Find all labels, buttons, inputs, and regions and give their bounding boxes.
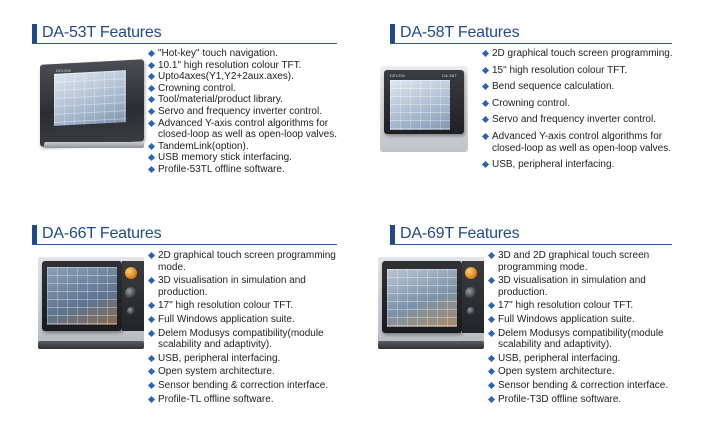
feature-item: 10.1" high resolution colour TFT. [148, 60, 353, 72]
section-da-58t: DA-58T Features DELEM DA-58T 2D graphica… [380, 24, 690, 204]
section-header: DA-53T Features [32, 24, 337, 44]
section-title: DA-66T Features [42, 225, 162, 242]
section-header: DA-58T Features [390, 24, 672, 44]
feature-item: Open system architecture. [488, 366, 688, 378]
feature-list: "Hot-key" touch navigation. 10.1" high r… [148, 48, 353, 176]
feature-item: Profile-TL offline software. [148, 394, 353, 406]
feature-item: 15" high resolution colour TFT. [482, 65, 680, 77]
feature-item: USB, peripheral interfacing. [482, 159, 680, 171]
feature-list: 3D and 2D graphical touch screen program… [488, 250, 688, 405]
header-accent-bar [32, 24, 37, 44]
feature-item: Profile-53TL offline software. [148, 164, 353, 176]
feature-item: 3D visualisation in simulation and produ… [488, 275, 688, 298]
feature-list: 2D graphical touch screen programming. 1… [482, 48, 680, 171]
feature-item: Tool/material/product library. [148, 94, 353, 106]
section-da-66t: DA-66T Features 2D graphical touch scree… [32, 225, 352, 420]
feature-item: Servo and frequency inverter control. [482, 114, 680, 126]
feature-item: Full Windows application suite. [148, 314, 353, 326]
da-69t-controller-image [378, 257, 488, 357]
section-da-53t: DA-53T Features DELEM "Hot-key" touch na… [32, 24, 352, 204]
da-58t-controller-image: DELEM DA-58T [380, 62, 475, 157]
feature-item: Advanced Y-axis control algorithms for c… [482, 131, 680, 154]
section-title: DA-58T Features [400, 24, 520, 41]
da-53t-controller-image: DELEM [40, 59, 150, 152]
feature-item: "Hot-key" touch navigation. [148, 48, 353, 60]
feature-item: 17" high resolution colour TFT. [488, 300, 688, 312]
feature-item: Full Windows application suite. [488, 314, 688, 326]
feature-item: Crowning control. [148, 83, 353, 95]
feature-item: Advanced Y-axis control algorithms for c… [148, 118, 353, 141]
header-rule [390, 244, 672, 245]
feature-item: Crowning control. [482, 98, 680, 110]
header-rule [390, 43, 672, 44]
feature-item: 3D and 2D graphical touch screen program… [488, 250, 688, 273]
header-rule [32, 244, 337, 245]
feature-item: Open system architecture. [148, 366, 353, 378]
feature-item: USB, peripheral interfacing. [148, 353, 353, 365]
feature-item: Upto4axes(Y1,Y2+2aux.axes). [148, 71, 353, 83]
feature-item: 3D visualisation in simulation and produ… [148, 275, 353, 298]
section-header: DA-66T Features [32, 225, 337, 245]
feature-list: 2D graphical touch screen programming mo… [148, 250, 353, 405]
feature-item: Profile-T3D offline software. [488, 394, 688, 406]
feature-item: Servo and frequency inverter control. [148, 106, 353, 118]
section-header: DA-69T Features [390, 225, 672, 245]
feature-item: 2D graphical touch screen programming mo… [148, 250, 353, 273]
section-da-69t: DA-69T Features 3D and 2D graphical touc… [378, 225, 695, 420]
feature-item: Delem Modusys compatibility(module scala… [148, 328, 353, 351]
header-rule [32, 43, 337, 44]
feature-item: Bend sequence calculation. [482, 81, 680, 93]
section-title: DA-69T Features [400, 225, 520, 242]
da-66t-controller-image [38, 255, 148, 355]
feature-item: 2D graphical touch screen programming. [482, 48, 680, 60]
header-accent-bar [390, 225, 395, 245]
section-title: DA-53T Features [42, 24, 162, 41]
header-accent-bar [32, 225, 37, 245]
feature-item: TandemLink(option). [148, 141, 353, 153]
feature-item: Sensor bending & correction interface. [488, 380, 688, 392]
feature-item: USB memory stick interfacing. [148, 152, 353, 164]
feature-item: 17" high resolution colour TFT. [148, 300, 353, 312]
feature-item: Delem Modusys compatibility(module scala… [488, 328, 688, 351]
header-accent-bar [390, 24, 395, 44]
feature-item: Sensor bending & correction interface. [148, 380, 353, 392]
feature-item: USB, peripheral interfacing. [488, 353, 688, 365]
